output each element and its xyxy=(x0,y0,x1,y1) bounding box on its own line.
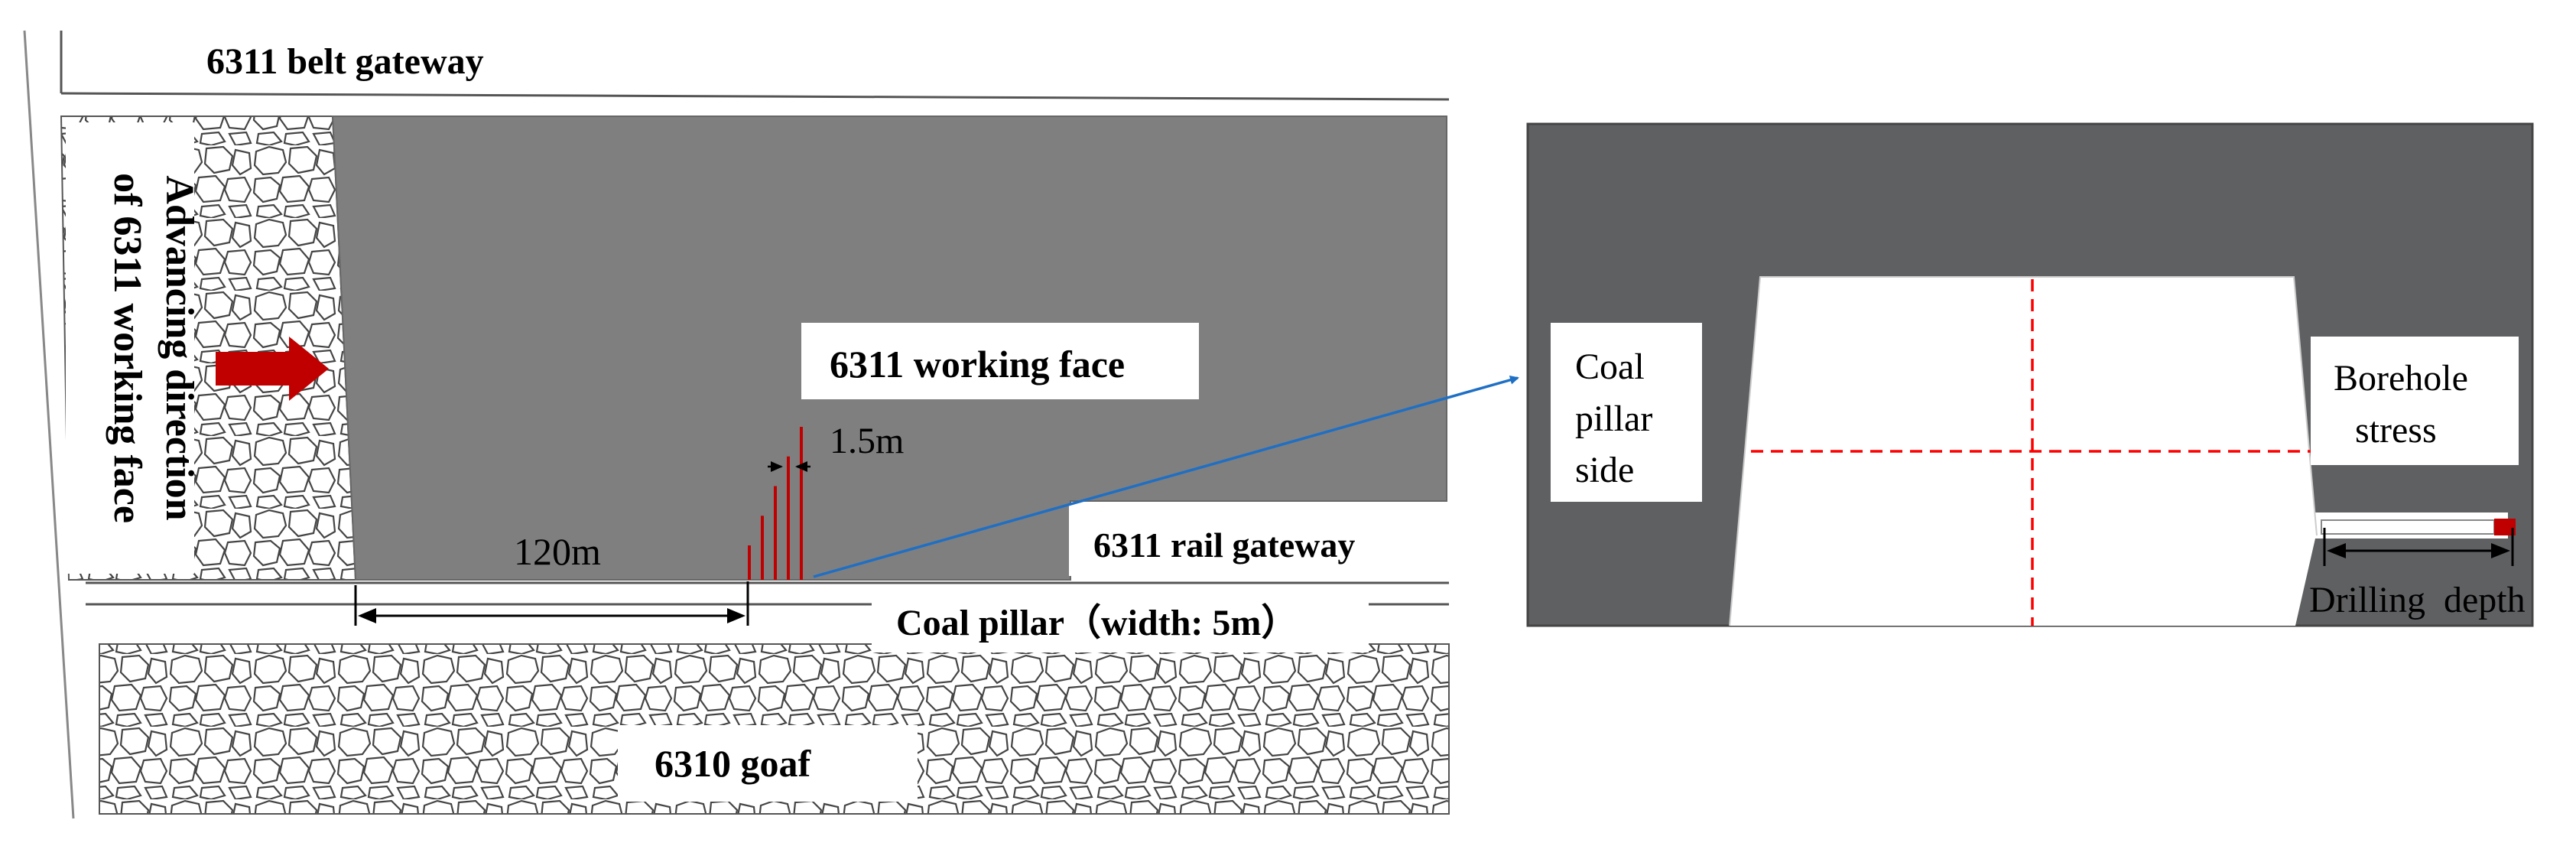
borehole-stress-line1: Borehole xyxy=(2334,358,2468,399)
spacing-dimension xyxy=(768,461,810,472)
drilling-depth-label: Drilling depth xyxy=(2309,580,2526,620)
belt-gateway-label: 6311 belt gateway xyxy=(206,41,484,82)
drilling-depth-dimension xyxy=(2323,528,2514,566)
belt-gateway-line xyxy=(60,92,1450,101)
rail-gateway-label: 6311 rail gateway xyxy=(1093,525,1355,565)
coal-pillar-side-box xyxy=(1551,323,1702,502)
coal-pillar-label: Coal pillar（width: 5m） xyxy=(896,603,1298,643)
goaf-label-box xyxy=(618,725,918,802)
advancing-direction-line1: Advancing direction xyxy=(158,175,201,520)
roadway-outline xyxy=(1729,276,2318,626)
rail-gateway-label-box xyxy=(1069,503,1447,576)
borehole-stress-line2: stress xyxy=(2355,410,2437,451)
plan-view: 6311 belt gateway 6311 working face 6311… xyxy=(23,30,1519,819)
borehole-group xyxy=(748,427,803,580)
borehole-stress-box xyxy=(2311,337,2519,465)
advancing-direction-line2: of 6311 working face xyxy=(106,173,149,523)
coal-pillar-label-box xyxy=(872,593,1369,652)
goaf-label: 6310 goaf xyxy=(655,742,812,785)
distance-label: 120m xyxy=(514,530,601,573)
borehole-segment xyxy=(2321,519,2495,535)
working-face-label: 6311 working face xyxy=(830,343,1125,386)
coal-pillar-side-line2: pillar xyxy=(1575,399,1652,439)
stress-sensor xyxy=(2494,519,2516,535)
connector-arrow xyxy=(813,375,1519,578)
coal-pillar-side-line3: side xyxy=(1575,450,1634,490)
section-view: Coal pillar side Borehole stress Drillin… xyxy=(1526,122,2534,627)
advancing-arrow-icon xyxy=(216,337,329,401)
left-boundary-line xyxy=(23,30,75,819)
advancing-label-box xyxy=(66,122,194,574)
coal-pillar-side-line1: Coal xyxy=(1575,347,1645,387)
spacing-label: 1.5m xyxy=(830,421,904,461)
distance-dimension xyxy=(354,581,749,626)
working-face-label-box xyxy=(801,323,1199,399)
